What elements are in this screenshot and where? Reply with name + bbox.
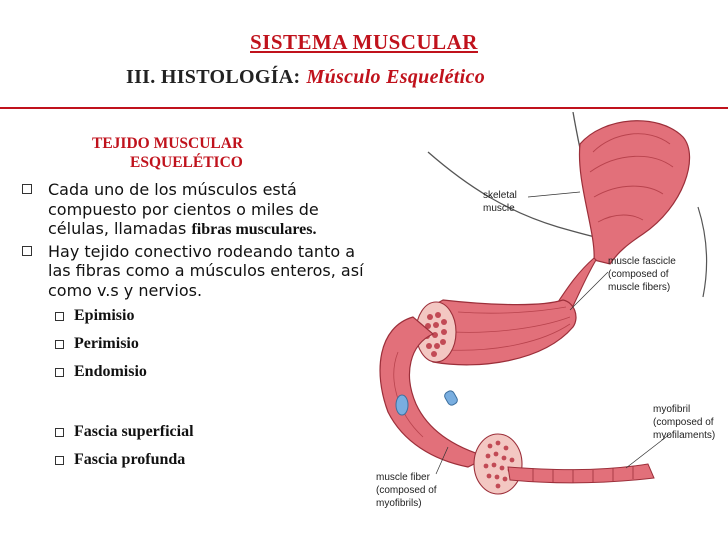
- sub-bullet-text: Fascia profunda: [74, 451, 186, 468]
- skeletal-muscle-belly: [578, 120, 691, 265]
- sub-bullet-square-icon: [55, 312, 64, 321]
- subtitle-accent: Músculo Esquelético: [306, 66, 485, 88]
- muscle-striation: [593, 185, 664, 198]
- pointer-line: [527, 191, 581, 198]
- sub-bullet-item: Epimisio: [14, 302, 364, 330]
- bullet-list: Cada uno de los músculos está compuesto …: [14, 180, 364, 474]
- label-fiber-3: myofibrils): [376, 498, 422, 509]
- pointer-line: [569, 271, 609, 311]
- fascicle-line: [457, 306, 567, 314]
- sub-bullet-item: Perimisio: [14, 330, 364, 358]
- fascicle-line: [447, 323, 571, 351]
- slide-title: SISTEMA MUSCULAR: [250, 30, 478, 54]
- label-skeletal-2: muscle: [483, 203, 515, 214]
- bone-outline-right: [697, 206, 708, 298]
- skeletal-muscle-diagram: skeletal muscle muscle fascicle (compose…: [376, 112, 715, 509]
- myofibril-strand: [507, 463, 655, 484]
- label-myofibril-3: myofilaments): [653, 430, 715, 441]
- myofibril-bands: [532, 466, 634, 483]
- section-heading-line2: ESQUELÉTICO: [130, 154, 243, 171]
- bullet-item-connective: Hay tejido conectivo rodeando tanto a la…: [14, 242, 364, 301]
- sub-bullet-item: Fascia profunda: [14, 446, 364, 474]
- section-heading-line1: TEJIDO MUSCULAR: [92, 135, 244, 152]
- sub-bullet-text: Endomisio: [74, 363, 147, 380]
- label-myofibril-1: myofibril: [653, 404, 690, 415]
- title-divider: [0, 107, 728, 109]
- sub-bullet-square-icon: [55, 368, 64, 377]
- pointer-line: [625, 433, 671, 469]
- label-skeletal-1: skeletal: [483, 190, 517, 201]
- nucleus-blue: [444, 390, 458, 406]
- label-fiber-1: muscle fiber: [376, 472, 431, 483]
- muscle-striation: [597, 214, 644, 223]
- bullet-text: Cada uno de los músculos está compuesto …: [48, 180, 319, 238]
- fascicle-line: [452, 316, 571, 333]
- nucleus-blue: [395, 394, 409, 416]
- label-fascicle-2: (composed of: [608, 269, 669, 280]
- label-fascicle-1: muscle fascicle: [608, 256, 676, 267]
- pointer-line: [435, 446, 449, 475]
- subtitle-main: III. HISTOLOGÍA:: [126, 66, 301, 88]
- label-myofibril-2: (composed of: [653, 417, 714, 428]
- muscle-striation: [589, 155, 674, 173]
- fascicle-fibers-dots: [424, 312, 447, 357]
- sub-bullet-square-icon: [55, 428, 64, 437]
- muscle-striation: [592, 133, 671, 153]
- label-fascicle-3: muscle fibers): [608, 282, 670, 293]
- muscle-fiber-tube: [379, 316, 490, 468]
- bullet-bold-term: fibras musculares.: [191, 221, 317, 238]
- bullet-square-icon: [22, 184, 32, 194]
- label-fiber-2: (composed of: [376, 485, 437, 496]
- spacer: [14, 386, 364, 418]
- section-heading: TEJIDO MUSCULAR ESQUELÉTICO: [92, 134, 243, 172]
- sub-bullet-item: Endomisio: [14, 358, 364, 386]
- sub-bullet-item: Fascia superficial: [14, 418, 364, 446]
- sub-bullet-text: Epimisio: [74, 307, 135, 324]
- slide-subtitle: III. HISTOLOGÍA:Músculo Esquelético: [126, 66, 485, 89]
- bullet-item-fibers: Cada uno de los músculos está compuesto …: [14, 180, 364, 240]
- bullet-text: Hay tejido conectivo rodeando tanto a la…: [48, 241, 364, 300]
- sub-bullet-square-icon: [55, 456, 64, 465]
- fiber-striation: [393, 351, 424, 438]
- sub-bullet-square-icon: [55, 340, 64, 349]
- bullet-square-icon: [22, 245, 32, 256]
- sub-bullet-text: Perimisio: [74, 335, 139, 352]
- sub-bullet-text: Fascia superficial: [74, 423, 194, 440]
